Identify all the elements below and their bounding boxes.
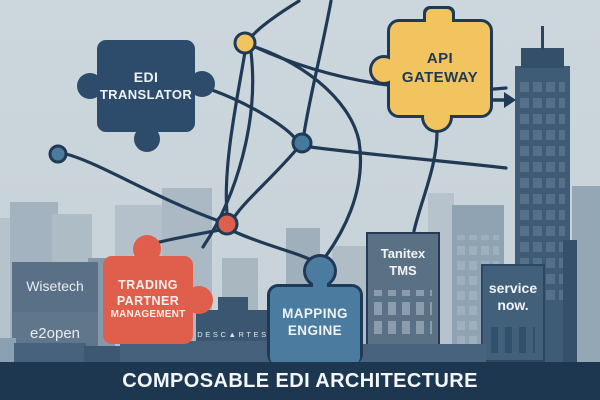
building-dark-sliver (563, 240, 577, 362)
title-banner: COMPOSABLE EDI ARCHITECTURE (0, 362, 600, 400)
network-node-steel-blue (48, 144, 68, 164)
rooftop-band (120, 341, 270, 362)
vendor-logo-tanitex: Tanitex (380, 246, 426, 261)
connector-line (210, 88, 296, 139)
network-node-red (215, 212, 239, 236)
connector-line (201, 50, 255, 249)
vendor-logo-wisetech: Wisetech (26, 278, 84, 294)
connector-line (302, 0, 333, 136)
connector-line (224, 50, 247, 216)
mapping-engine-body (270, 257, 360, 365)
building-roof-notch (218, 297, 248, 310)
connector-line (250, 0, 301, 38)
skyscraper-windows (520, 78, 565, 300)
building-tanitex-tms: Tanitex TMS (366, 232, 440, 362)
servicenow-windows (491, 327, 535, 353)
vendor-logo-e2open: e2open (29, 325, 81, 342)
vendor-logo-servicenow: service (488, 280, 538, 296)
vendor-logo-descartes: DESC▲RTES (197, 330, 269, 339)
network-nodes (48, 31, 313, 236)
connector-line (64, 152, 221, 223)
puzzle-piece-api-gateway (369, 6, 493, 133)
network-node-blue (291, 132, 313, 154)
connector-line (308, 145, 508, 170)
puzzle-piece-edi-translator (77, 40, 215, 152)
vendor-logo-tanitex-tms: TMS (389, 262, 417, 278)
flow-arrow-icon (491, 92, 516, 108)
puzzle-piece-mapping-engine (267, 254, 363, 365)
skyscraper-antenna (541, 26, 544, 50)
tanitex-windows (374, 289, 432, 334)
building-servicenow: service now. (481, 264, 545, 362)
api-gateway-body (372, 9, 490, 130)
connector-line (412, 126, 439, 233)
rooftop-band (356, 344, 486, 362)
page-title: COMPOSABLE EDI ARCHITECTURE (122, 369, 478, 392)
network-node-yellow (233, 31, 257, 55)
connector-line (233, 148, 298, 218)
rooftop-band (14, 343, 86, 362)
rooftop-band (84, 346, 122, 362)
vendor-logo-servicenow-now: now. (497, 296, 529, 313)
rooftop-band (0, 338, 16, 362)
puzzle-piece-trading-partner (103, 235, 213, 344)
skyscraper-roof-cap (521, 48, 564, 68)
